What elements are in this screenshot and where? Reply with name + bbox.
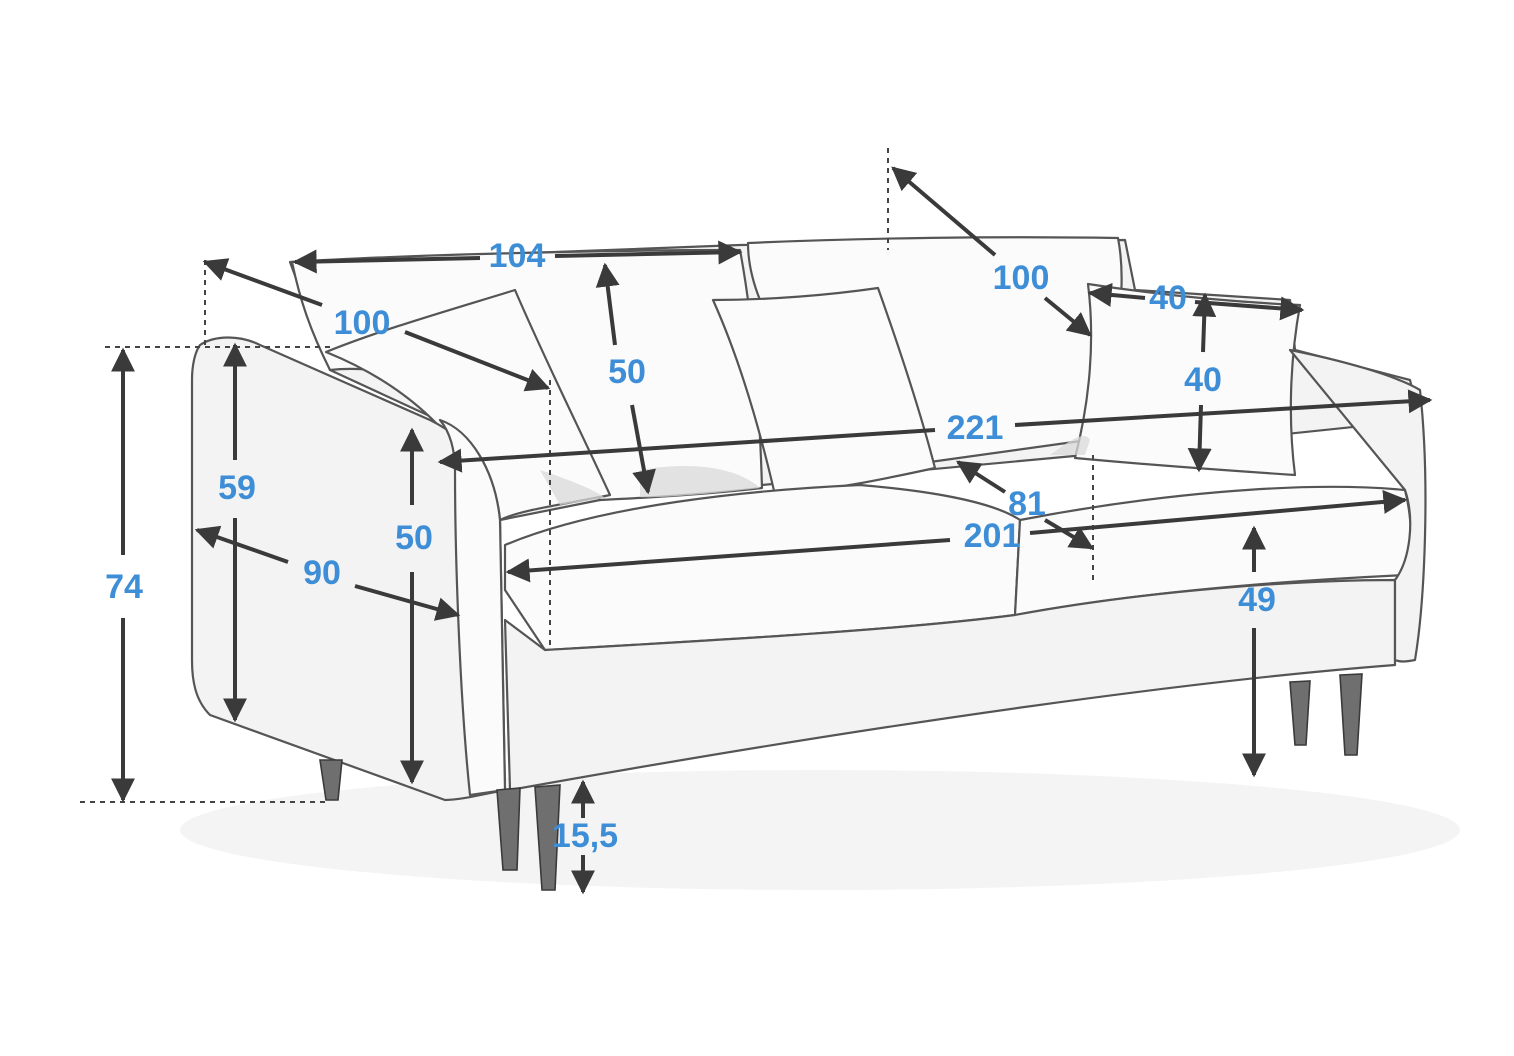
floor-shadow [180,770,1460,890]
label-seat-depth: 81 [1008,485,1046,523]
label-arm-height: 59 [218,469,256,507]
label-side-depth: 90 [303,554,341,592]
label-small-pillow-width: 40 [1149,279,1187,317]
label-seat-depth-right: 100 [993,259,1050,297]
label-arm-front-height: 50 [395,519,433,557]
label-small-pillow-height: 40 [1184,361,1222,399]
sofa-front-base [503,578,1397,792]
label-back-width: 104 [489,237,546,275]
label-seat-height: 49 [1238,581,1276,619]
dimension-labels: 104 100 50 100 40 40 221 59 74 50 81 201… [105,237,1276,855]
leg-front-left-rear [319,759,343,801]
label-arm-depth: 100 [334,304,391,342]
center-decorative-pillow [711,286,937,497]
leg-front-right [1339,673,1363,756]
label-total-width: 221 [947,409,1004,447]
label-seat-width: 201 [964,517,1021,555]
right-armrest [1288,348,1427,663]
leg-front-left [496,787,521,871]
sofa-sketch [180,236,1460,891]
right-decorative-pillow [1073,282,1302,477]
label-total-height: 74 [105,568,143,606]
label-back-cushion-height: 50 [608,353,646,391]
dimension-arrows [111,166,1433,895]
label-leg-height: 15,5 [552,817,618,855]
leg-front-left-2 [534,784,561,891]
leg-back-right [1289,680,1311,746]
